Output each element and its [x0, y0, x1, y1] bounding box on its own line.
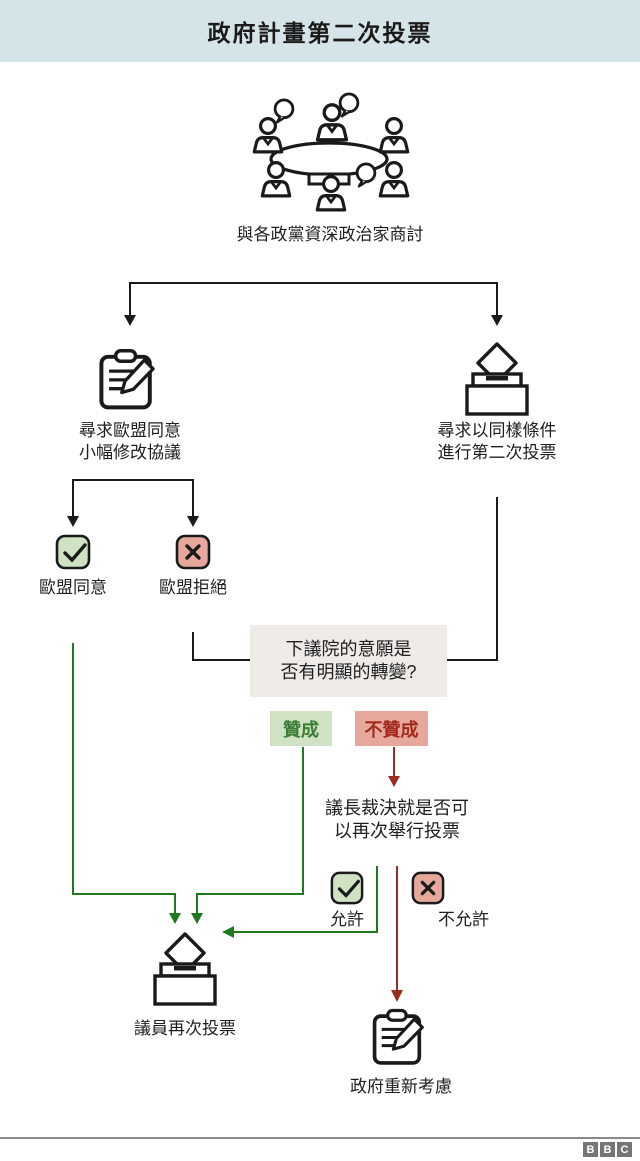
page-title: 政府計畫第二次投票 — [207, 20, 433, 46]
bbc-logo: B B C — [583, 1142, 632, 1157]
bbc-logo-block: B — [600, 1142, 615, 1157]
speaker-ruling-label: 議長裁決就是否可 以再次舉行投票 — [325, 798, 469, 841]
meeting-round-table-icon — [252, 92, 410, 212]
vote-again-label: 議員再次投票 — [134, 1019, 236, 1038]
yes-chip: 贊成 — [270, 711, 332, 746]
allow-check-icon — [330, 871, 364, 905]
title-banner: 政府計畫第二次投票 — [0, 0, 640, 62]
disallow-label: 不允許 — [438, 910, 489, 929]
disallow-cross-icon — [411, 871, 445, 905]
ballot-box-icon — [465, 342, 529, 416]
eu-reject-cross-icon — [175, 534, 211, 570]
reconsider-label: 政府重新考慮 — [350, 1077, 452, 1096]
clipboard-pencil-icon — [99, 348, 156, 410]
commons-question-panel: 下議院的意願是 否有明顯的轉變? — [250, 625, 447, 697]
allow-label: 允許 — [330, 910, 364, 929]
seek-eu-agreement-label: 尋求歐盟同意 小幅修改協議 — [79, 421, 181, 462]
consult-label: 與各政黨資深政治家商討 — [236, 225, 424, 244]
bbc-logo-block: C — [617, 1142, 632, 1157]
reconsider-clipboard-icon — [372, 1008, 425, 1065]
bbc-logo-block: B — [583, 1142, 598, 1157]
vote-again-ballot-icon — [153, 932, 217, 1006]
eu-agree-check-icon — [55, 534, 91, 570]
eu-agree-label: 歐盟同意 — [39, 578, 107, 597]
footer-divider — [0, 1137, 640, 1139]
no-chip: 不贊成 — [355, 711, 428, 746]
eu-reject-label: 歐盟拒絕 — [159, 578, 227, 597]
seek-second-vote-label: 尋求以同樣條件 進行第二次投票 — [437, 421, 557, 462]
